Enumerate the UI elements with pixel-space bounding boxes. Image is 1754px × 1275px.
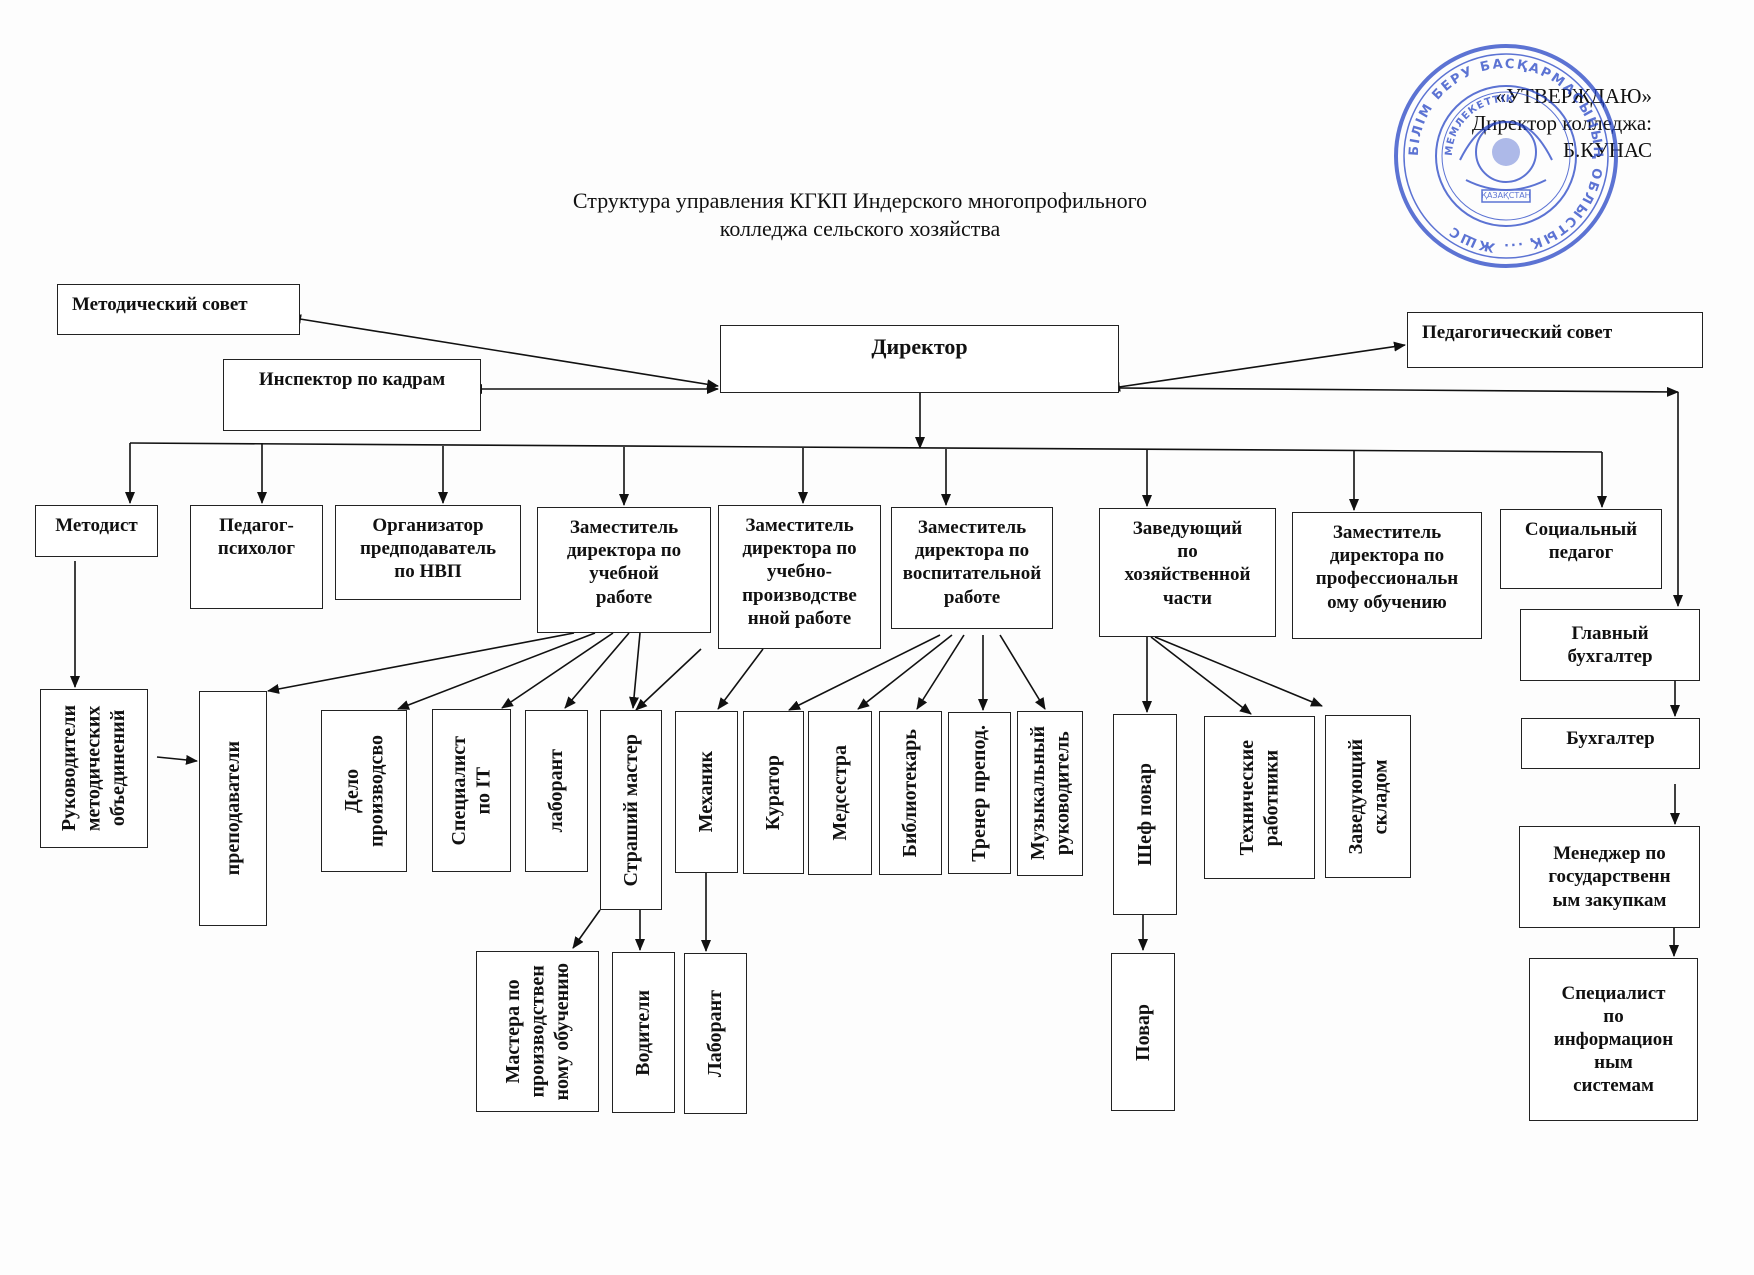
chart-title: Структура управления КГКП Индерского мно… bbox=[572, 188, 1148, 241]
node-voditeli: Водители bbox=[612, 952, 675, 1113]
node-label: Водители bbox=[632, 989, 655, 1076]
node-buhgalter: Бухгалтер bbox=[1521, 718, 1700, 769]
node-label: Специалист по IT bbox=[448, 735, 495, 846]
connector-line bbox=[572, 909, 601, 949]
node-label: Заместитель директора по учебно- произво… bbox=[742, 515, 857, 629]
node-label: Медсестра bbox=[828, 745, 851, 841]
node-label: Заместитель директора по профессиональн … bbox=[1315, 522, 1459, 613]
node-label: Механик bbox=[695, 751, 718, 833]
node-pedagog-psiholog: Педагог- психолог bbox=[190, 505, 323, 609]
node-label: Повар bbox=[1131, 1003, 1154, 1061]
node-metodicheskiy-sovet: Методический совет bbox=[57, 284, 300, 335]
node-label: Инспектор по кадрам bbox=[258, 369, 446, 390]
node-zaveduyushiy-skladom: Заведующий складом bbox=[1325, 715, 1411, 878]
connector-line bbox=[857, 634, 953, 710]
node-organizator-nvp: Организатор предподаватель по НВП bbox=[335, 505, 521, 600]
node-label: Тренер препод. bbox=[968, 724, 991, 862]
node-tehnicheskie-rabotniki: Технические работники bbox=[1204, 716, 1315, 879]
node-label: Мастера по производствен ному обучению bbox=[501, 962, 573, 1101]
connector-line bbox=[129, 442, 1603, 453]
node-label: Заведующий складом bbox=[1344, 738, 1391, 855]
node-inspektor-po-kadram: Инспектор по кадрам bbox=[223, 359, 481, 431]
node-mehanik: Механик bbox=[675, 711, 738, 873]
node-label: Заведующий по хозяйственной части bbox=[1124, 518, 1251, 609]
node-label: Заместитель директора по воспитательной … bbox=[902, 517, 1042, 608]
node-zaveduyushiy-hozchasti: Заведующий по хозяйственной части bbox=[1099, 508, 1276, 637]
node-zam-uchebnoy: Заместитель директора по учебной работе bbox=[537, 507, 711, 633]
connector-line bbox=[397, 632, 596, 710]
node-laborant: лаборант bbox=[525, 710, 588, 872]
node-label: преподаватели bbox=[221, 741, 244, 876]
connector-line bbox=[717, 648, 764, 710]
node-label: Организатор предподаватель по НВП bbox=[359, 515, 497, 583]
node-label: Заместитель директора по учебной работе bbox=[566, 517, 682, 608]
connector-line bbox=[629, 632, 641, 709]
node-label: Директор bbox=[871, 334, 968, 359]
node-bibliotekar: Библиотекарь bbox=[879, 711, 942, 875]
node-trener-prepod: Тренер препод. bbox=[948, 712, 1011, 874]
node-label: Бухгалтер bbox=[1566, 728, 1655, 749]
official-seal-stamp: БІЛІМ БЕРУ БАСҚАРМАСЫНЫҢ ОБЛЫСТЫҚ ... ЖШ… bbox=[1394, 44, 1618, 268]
node-metodist: Методист bbox=[35, 505, 158, 557]
node-label: Лаборант bbox=[704, 989, 727, 1078]
connector-line bbox=[635, 648, 702, 711]
connector-line bbox=[501, 632, 614, 709]
node-label: Педагог- психолог bbox=[217, 515, 296, 560]
node-menedzher-goszakupki: Менеджер по государственн ым закупкам bbox=[1519, 826, 1700, 928]
node-mastera-po-po: Мастера по производствен ному обучению bbox=[476, 951, 599, 1112]
node-muzykalnyy-rukovoditel: Музыкальный руководитель bbox=[1017, 711, 1083, 876]
node-label: Шеф повар bbox=[1133, 763, 1156, 866]
node-label: Социальный педагог bbox=[1524, 519, 1638, 564]
connector-line bbox=[788, 634, 941, 711]
node-label: Главный бухгалтер bbox=[1567, 622, 1653, 667]
connector-line bbox=[999, 634, 1046, 710]
node-socialnyy-pedagog: Социальный педагог bbox=[1500, 509, 1662, 589]
connector-line bbox=[1154, 636, 1323, 707]
connector-line bbox=[156, 754, 198, 765]
connector-line bbox=[1150, 636, 1252, 715]
node-label: Библиотекарь bbox=[899, 728, 922, 858]
node-kurator: Куратор bbox=[743, 711, 804, 874]
node-specialist-is: Специалист по информацион ным системам bbox=[1529, 958, 1698, 1121]
node-label: Музыкальный руководитель bbox=[1026, 726, 1073, 861]
seal-center-text: ҚАЗАҚСТАН bbox=[1481, 191, 1530, 200]
node-glavnyy-buhgalter: Главный бухгалтер bbox=[1520, 609, 1700, 681]
node-zam-prof-obucheniyu: Заместитель директора по профессиональн … bbox=[1292, 512, 1482, 639]
node-specialist-it: Специалист по IT bbox=[432, 709, 511, 872]
node-label: Дело производсво bbox=[340, 735, 387, 847]
connector-line bbox=[916, 634, 965, 710]
node-starshiy-master: Страший мастер bbox=[600, 710, 662, 910]
node-medsestra: Медсестра bbox=[808, 711, 872, 875]
node-pedagogicheskiy-sovet: Педагогический совет bbox=[1407, 312, 1703, 368]
node-label: Методический совет bbox=[72, 294, 248, 315]
node-shef-povar: Шеф повар bbox=[1113, 714, 1177, 915]
node-zam-uchebno-proizvodstvennoy: Заместитель директора по учебно- произво… bbox=[718, 505, 881, 649]
connector-line bbox=[564, 632, 630, 709]
node-label: Методист bbox=[55, 515, 138, 536]
connector-line bbox=[267, 632, 575, 694]
node-label: Руководители методических объединений bbox=[58, 705, 130, 832]
node-prepodavateli: преподаватели bbox=[199, 691, 267, 926]
node-label: Куратор bbox=[762, 754, 785, 831]
node-deloproizvodstvo: Дело производсво bbox=[321, 710, 407, 872]
connector-line bbox=[1108, 341, 1406, 392]
node-laborant-2: Лаборант bbox=[684, 953, 747, 1114]
node-label: лаборант bbox=[545, 749, 568, 833]
node-label: Менеджер по государственн ым закупкам bbox=[1548, 843, 1671, 911]
node-label: Страший мастер bbox=[619, 733, 642, 887]
node-zam-vospitatelnoy: Заместитель директора по воспитательной … bbox=[891, 507, 1053, 629]
node-rukovoditeli-mo: Руководители методических объединений bbox=[40, 689, 148, 848]
connector-line bbox=[289, 314, 719, 390]
node-label: Технические работники bbox=[1236, 739, 1283, 856]
connector-line bbox=[1118, 386, 1679, 397]
node-director: Директор bbox=[720, 325, 1119, 393]
node-label: Педагогический совет bbox=[1422, 322, 1613, 343]
node-povar: Повар bbox=[1111, 953, 1175, 1111]
node-label: Специалист по информацион ным системам bbox=[1553, 982, 1674, 1097]
